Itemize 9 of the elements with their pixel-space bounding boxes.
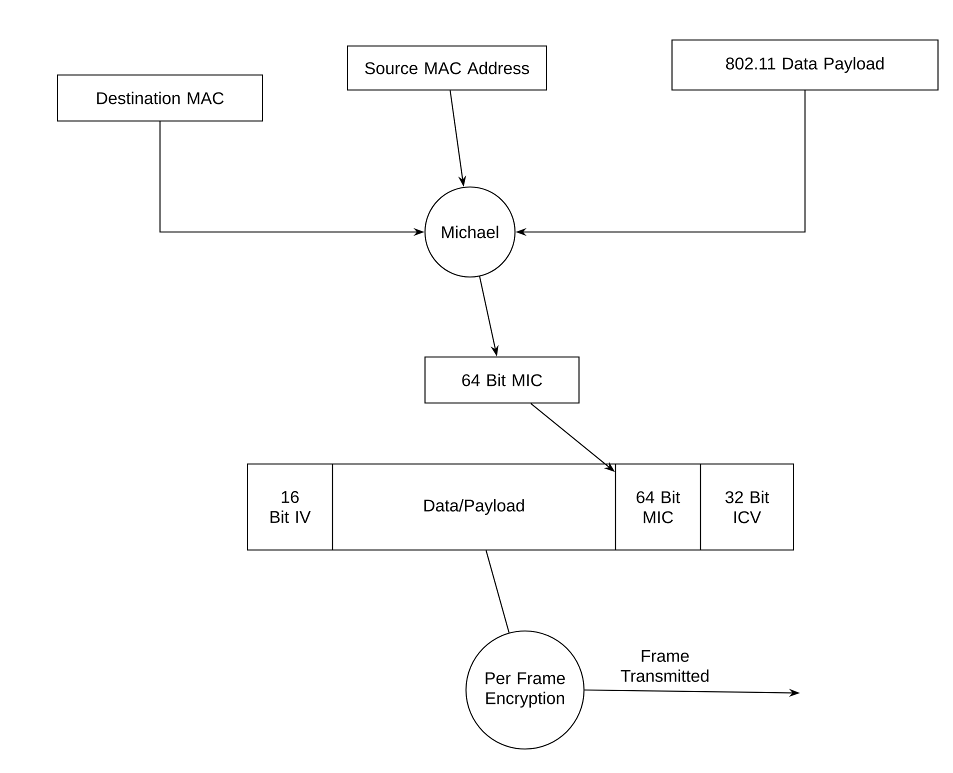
- frame-field: 64 Bit MIC: [614, 463, 702, 551]
- frame-field: Data/Payload: [332, 463, 616, 551]
- frame-field: 32 Bit ICV: [700, 463, 794, 551]
- edge-label: Frame Transmitted: [619, 649, 711, 683]
- process-box: 64 Bit MIC: [424, 356, 580, 404]
- process-box: Destination MAC: [56, 74, 264, 122]
- frame-field: 16 Bit IV: [246, 463, 334, 551]
- process-box: 802.11 Data Payload: [671, 39, 939, 91]
- process-box: Source MAC Address: [346, 45, 548, 91]
